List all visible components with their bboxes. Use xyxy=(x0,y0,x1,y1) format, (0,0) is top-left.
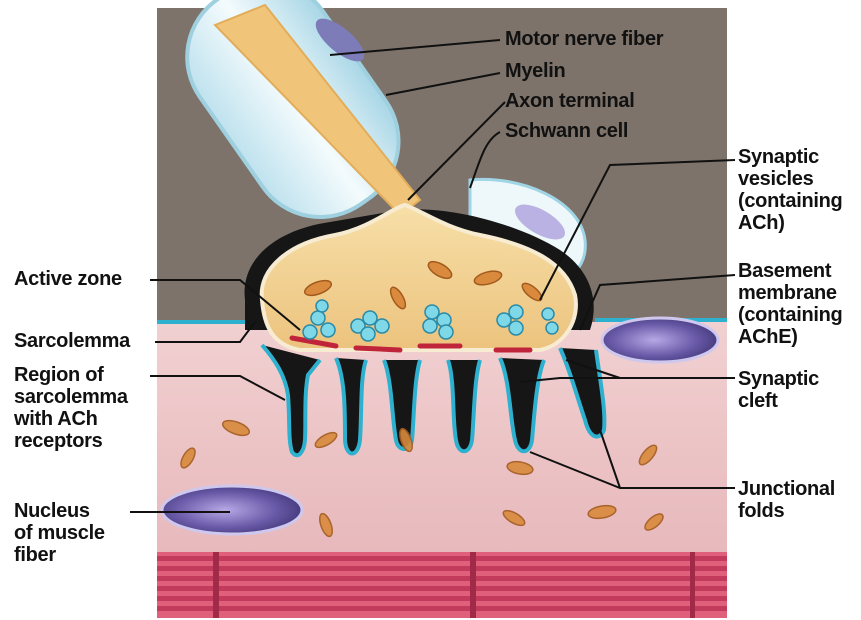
label-motor-nerve-fiber: Motor nerve fiber xyxy=(505,28,663,50)
label-sarcolemma: Sarcolemma xyxy=(14,330,130,352)
label-junctional-folds: Junctional folds xyxy=(738,478,835,522)
muscle-nucleus-right xyxy=(602,318,718,362)
label-active-zone: Active zone xyxy=(14,268,122,290)
label-region-receptors: Region of sarcolemma with ACh receptors xyxy=(14,364,128,452)
muscle-nucleus xyxy=(162,486,302,534)
label-nucleus: Nucleus of muscle fiber xyxy=(14,500,105,566)
myofibrils xyxy=(157,552,727,618)
label-basement-membrane: Basement membrane (containing AChE) xyxy=(738,260,842,348)
label-myelin: Myelin xyxy=(505,60,565,82)
label-synaptic-vesicles: Synaptic vesicles (containing ACh) xyxy=(738,146,842,234)
label-axon-terminal: Axon terminal xyxy=(505,90,634,112)
label-synaptic-cleft: Synaptic cleft xyxy=(738,368,819,412)
label-schwann-cell: Schwann cell xyxy=(505,120,628,142)
